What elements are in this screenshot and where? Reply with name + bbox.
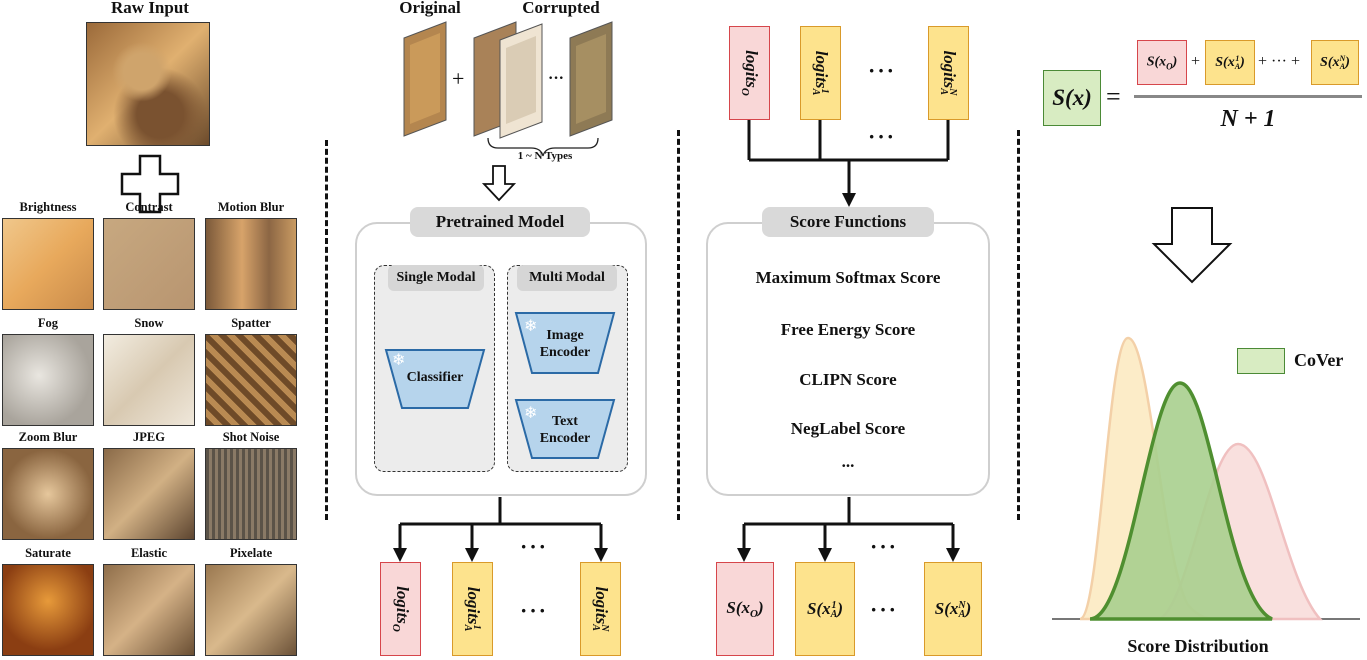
corruption-label: Brightness <box>19 200 77 214</box>
snowflake-icon: ❄ <box>524 405 538 422</box>
scores-dots-top: ··· <box>870 534 899 559</box>
corruption-label: Zoom Blur <box>18 430 78 444</box>
formula-lhs-box: S(x) <box>1043 70 1101 126</box>
multi-modal-title: Multi Modal <box>517 265 617 291</box>
corruption-image <box>205 218 297 310</box>
corruption-label: Contrast <box>125 200 173 214</box>
pretrained-model-title: Pretrained Model <box>410 207 590 237</box>
raw-input-title: Raw Input <box>111 0 189 17</box>
corruption-image <box>103 334 195 426</box>
corrupted-label: Corrupted <box>522 0 600 17</box>
fraction-bar <box>1134 95 1362 98</box>
score-function-item: ... <box>841 452 855 471</box>
logits-dots-bottom: ··· <box>520 598 549 623</box>
top-logits-original-box: logitsO <box>729 26 770 120</box>
logits-dots-top: ··· <box>520 534 549 559</box>
raw-input-image <box>86 22 210 146</box>
corruption-image <box>205 334 297 426</box>
score-functions-title: Score Functions <box>762 207 934 237</box>
corruption-label: Pixelate <box>229 546 273 560</box>
divider-1 <box>325 140 328 520</box>
corruption-label: Shot Noise <box>222 430 280 444</box>
corruption-image <box>103 564 195 656</box>
score-function-item: Free Energy Score <box>780 320 916 339</box>
text-encoder-label: Text Encoder <box>539 414 591 446</box>
score-functions-panel <box>706 222 990 496</box>
logits-original-box: logitsO <box>380 562 421 656</box>
corruption-label: Elastic <box>130 546 168 560</box>
top-logits-dots-a: ··· <box>868 58 897 83</box>
corruption-image <box>2 334 94 426</box>
stack-dots: ··· <box>548 70 565 87</box>
top-logits-dots-b: ··· <box>868 124 897 149</box>
corruption-image <box>2 448 94 540</box>
corruption-image <box>103 218 195 310</box>
corruption-label: Motion Blur <box>217 200 285 214</box>
formula-mid-dots: + ··· + <box>1258 53 1301 70</box>
legend-swatch <box>1237 348 1285 374</box>
formula-equals: = <box>1106 82 1121 111</box>
corruption-image <box>2 564 94 656</box>
divider-3 <box>1017 130 1020 520</box>
corruption-image <box>103 448 195 540</box>
formula-plus: + <box>1191 53 1201 70</box>
score-function-item: Maximum Softmax Score <box>755 268 941 287</box>
corruption-image <box>2 218 94 310</box>
corruption-image <box>205 564 297 656</box>
snowflake-icon: ❄ <box>392 352 406 369</box>
score-function-item: CLIPN Score <box>799 370 897 389</box>
classifier-label: Classifier <box>406 370 464 385</box>
formula-denominator: N + 1 <box>1220 106 1276 132</box>
corruption-label: Saturate <box>25 546 71 560</box>
distribution-caption: Score Distribution <box>1127 636 1269 656</box>
score-original-box: S(xO) <box>716 562 774 656</box>
single-modal-title: Single Modal <box>388 265 484 291</box>
scores-dots-bottom: ··· <box>870 597 899 622</box>
corruption-label: Snow <box>134 316 164 330</box>
legend-label: CoVer <box>1294 350 1344 370</box>
score-function-item: NegLabel Score <box>790 419 906 438</box>
plus-sign: + <box>452 66 465 91</box>
snowflake-icon: ❄ <box>524 318 538 335</box>
corruption-label: Spatter <box>231 316 271 330</box>
formula-term-original: S(xO) <box>1137 40 1187 85</box>
types-label: 1 ~ N Types <box>517 150 573 162</box>
image-encoder-label: Image Encoder <box>539 328 591 360</box>
corruption-image <box>205 448 297 540</box>
divider-2 <box>677 130 680 520</box>
corruption-label: JPEG <box>133 430 165 444</box>
original-label: Original <box>399 0 461 17</box>
corruption-label: Fog <box>37 316 59 330</box>
